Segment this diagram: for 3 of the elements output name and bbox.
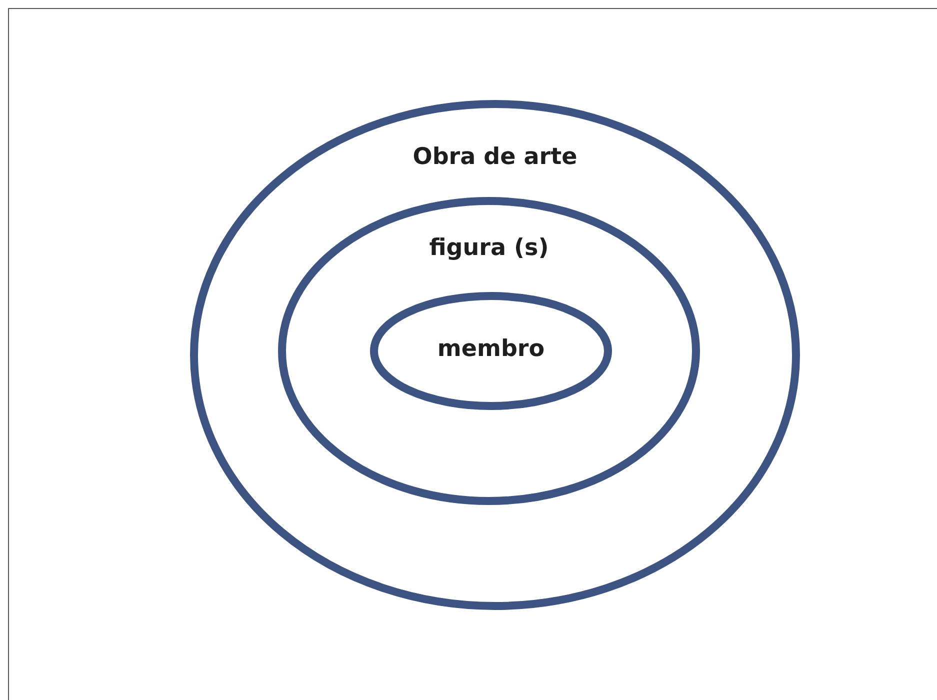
ellipse-label: membro bbox=[436, 336, 546, 364]
ellipse-label: Obra de arte bbox=[412, 144, 578, 172]
ellipse-label: figura (s) bbox=[428, 235, 550, 263]
